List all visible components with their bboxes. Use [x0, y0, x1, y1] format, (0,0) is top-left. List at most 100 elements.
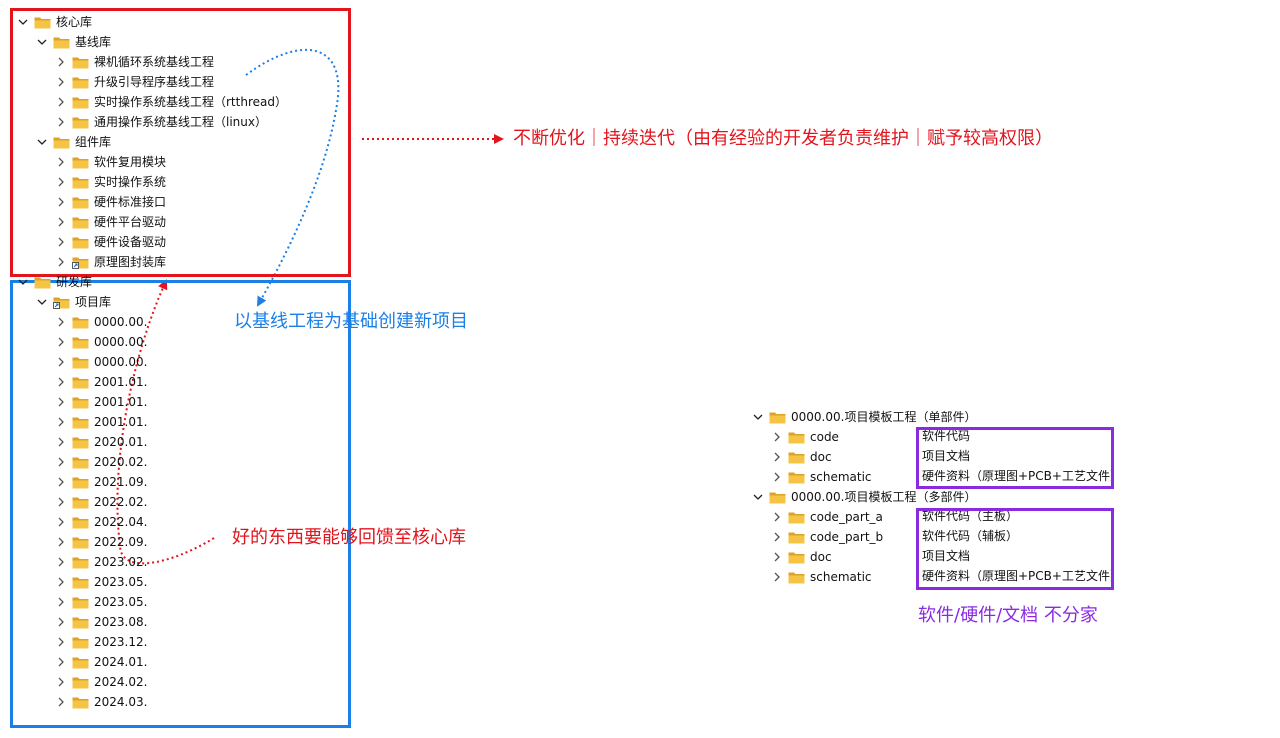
chevron-right-icon[interactable]: [54, 575, 68, 589]
chevron-right-icon[interactable]: [54, 675, 68, 689]
tree-row[interactable]: 硬件设备驱动: [54, 232, 166, 252]
chevron-right-icon[interactable]: [54, 655, 68, 669]
chevron-right-icon[interactable]: [54, 555, 68, 569]
tree-row[interactable]: 2001.01.: [54, 392, 147, 412]
chevron-down-icon[interactable]: [35, 135, 49, 149]
tree-row[interactable]: 实时操作系统: [54, 172, 166, 192]
tree-row[interactable]: code_part_b: [770, 527, 883, 547]
chevron-right-icon[interactable]: [54, 435, 68, 449]
chevron-right-icon[interactable]: [54, 635, 68, 649]
folder-icon: [72, 597, 89, 608]
tree-row[interactable]: 2022.09.: [54, 532, 147, 552]
tree-row[interactable]: 软件复用模块: [54, 152, 166, 172]
chevron-right-icon[interactable]: [54, 115, 68, 129]
chevron-right-icon[interactable]: [770, 510, 784, 524]
chevron-down-icon[interactable]: [751, 410, 765, 424]
tree-row[interactable]: doc: [770, 547, 832, 567]
tree-row[interactable]: 原理图封装库: [54, 252, 166, 272]
tree-row[interactable]: 通用操作系统基线工程（linux）: [54, 112, 267, 132]
tree-row[interactable]: schematic: [770, 567, 872, 587]
folder-label: 2023.12.: [94, 635, 148, 649]
tree-row[interactable]: 核心库: [16, 12, 92, 32]
tree-row[interactable]: 2001.01.: [54, 372, 147, 392]
chevron-right-icon[interactable]: [54, 215, 68, 229]
chevron-right-icon[interactable]: [54, 235, 68, 249]
chevron-right-icon[interactable]: [54, 695, 68, 709]
chevron-down-icon[interactable]: [751, 490, 765, 504]
tree-row[interactable]: 2023.05.: [54, 572, 147, 592]
chevron-right-icon[interactable]: [54, 415, 68, 429]
folder-icon: [72, 177, 89, 188]
chevron-right-icon[interactable]: [54, 255, 68, 269]
tree-row[interactable]: 2024.01.: [54, 652, 147, 672]
tree-row[interactable]: doc: [770, 447, 832, 467]
tree-row[interactable]: 2022.04.: [54, 512, 147, 532]
tree-row[interactable]: 2001.01.: [54, 412, 147, 432]
tree-row[interactable]: 研发库: [16, 272, 92, 292]
chevron-right-icon[interactable]: [54, 75, 68, 89]
tree-row[interactable]: code_part_a: [770, 507, 883, 527]
tree-row[interactable]: 2023.05.: [54, 592, 147, 612]
chevron-right-icon[interactable]: [54, 495, 68, 509]
chevron-right-icon[interactable]: [54, 175, 68, 189]
chevron-down-icon[interactable]: [16, 15, 30, 29]
chevron-right-icon[interactable]: [54, 455, 68, 469]
folder-label: 核心库: [56, 15, 93, 29]
chevron-right-icon[interactable]: [770, 530, 784, 544]
chevron-right-icon[interactable]: [770, 470, 784, 484]
tree-row[interactable]: 0000.00.项目模板工程（单部件）: [751, 407, 976, 427]
chevron-down-icon[interactable]: [16, 275, 30, 289]
folder-icon: [72, 337, 89, 348]
tree-row[interactable]: 0000.00.项目模板工程（多部件）: [751, 487, 976, 507]
folder-note: 硬件资料（原理图+PCB+工艺文件）: [922, 469, 1122, 483]
folder-note: 项目文档: [922, 549, 971, 563]
chevron-right-icon[interactable]: [54, 55, 68, 69]
tree-row[interactable]: 2023.02.: [54, 552, 147, 572]
tree-row[interactable]: 2023.12.: [54, 632, 147, 652]
tree-row[interactable]: 2022.02.: [54, 492, 147, 512]
tree-row[interactable]: 2020.01.: [54, 432, 147, 452]
chevron-right-icon[interactable]: [770, 430, 784, 444]
chevron-right-icon[interactable]: [54, 95, 68, 109]
chevron-right-icon[interactable]: [54, 375, 68, 389]
tree-row[interactable]: 组件库: [35, 132, 111, 152]
chevron-right-icon[interactable]: [54, 155, 68, 169]
chevron-right-icon[interactable]: [54, 475, 68, 489]
tree-row[interactable]: 硬件标准接口: [54, 192, 166, 212]
tree-row[interactable]: 升级引导程序基线工程: [54, 72, 214, 92]
chevron-right-icon[interactable]: [54, 315, 68, 329]
tree-row[interactable]: 0000.00.: [54, 352, 147, 372]
together-callout: 软件/硬件/文档 不分家: [918, 605, 1098, 626]
folder-icon: [53, 37, 70, 48]
tree-row[interactable]: 2024.02.: [54, 672, 147, 692]
chevron-right-icon[interactable]: [54, 615, 68, 629]
chevron-down-icon[interactable]: [35, 35, 49, 49]
tree-row[interactable]: 项目库: [35, 292, 111, 312]
chevron-right-icon[interactable]: [54, 195, 68, 209]
tree-row[interactable]: 裸机循环系统基线工程: [54, 52, 214, 72]
chevron-right-icon[interactable]: [54, 335, 68, 349]
folder-label: 2001.01.: [94, 395, 148, 409]
tree-row[interactable]: 2024.03.: [54, 692, 147, 712]
tree-row[interactable]: code: [770, 427, 839, 447]
tree-row[interactable]: 2021.09.: [54, 472, 147, 492]
chevron-right-icon[interactable]: [770, 570, 784, 584]
tree-row[interactable]: 基线库: [35, 32, 111, 52]
tree-row[interactable]: 实时操作系统基线工程（rtthread）: [54, 92, 287, 112]
chevron-right-icon[interactable]: [54, 535, 68, 549]
tree-row[interactable]: schematic: [770, 467, 872, 487]
tree-row[interactable]: 2023.08.: [54, 612, 147, 632]
folder-label: 0000.00.项目模板工程（多部件）: [791, 490, 977, 504]
chevron-right-icon[interactable]: [770, 450, 784, 464]
chevron-right-icon[interactable]: [770, 550, 784, 564]
chevron-down-icon[interactable]: [35, 295, 49, 309]
chevron-right-icon[interactable]: [54, 595, 68, 609]
chevron-right-icon[interactable]: [54, 515, 68, 529]
chevron-right-icon[interactable]: [54, 355, 68, 369]
tree-row[interactable]: 2020.02.: [54, 452, 147, 472]
chevron-right-icon[interactable]: [54, 395, 68, 409]
tree-row[interactable]: 0000.00.: [54, 312, 147, 332]
tree-row[interactable]: 硬件平台驱动: [54, 212, 166, 232]
tree-row[interactable]: 0000.00.: [54, 332, 147, 352]
folder-label: 软件复用模块: [94, 155, 167, 169]
